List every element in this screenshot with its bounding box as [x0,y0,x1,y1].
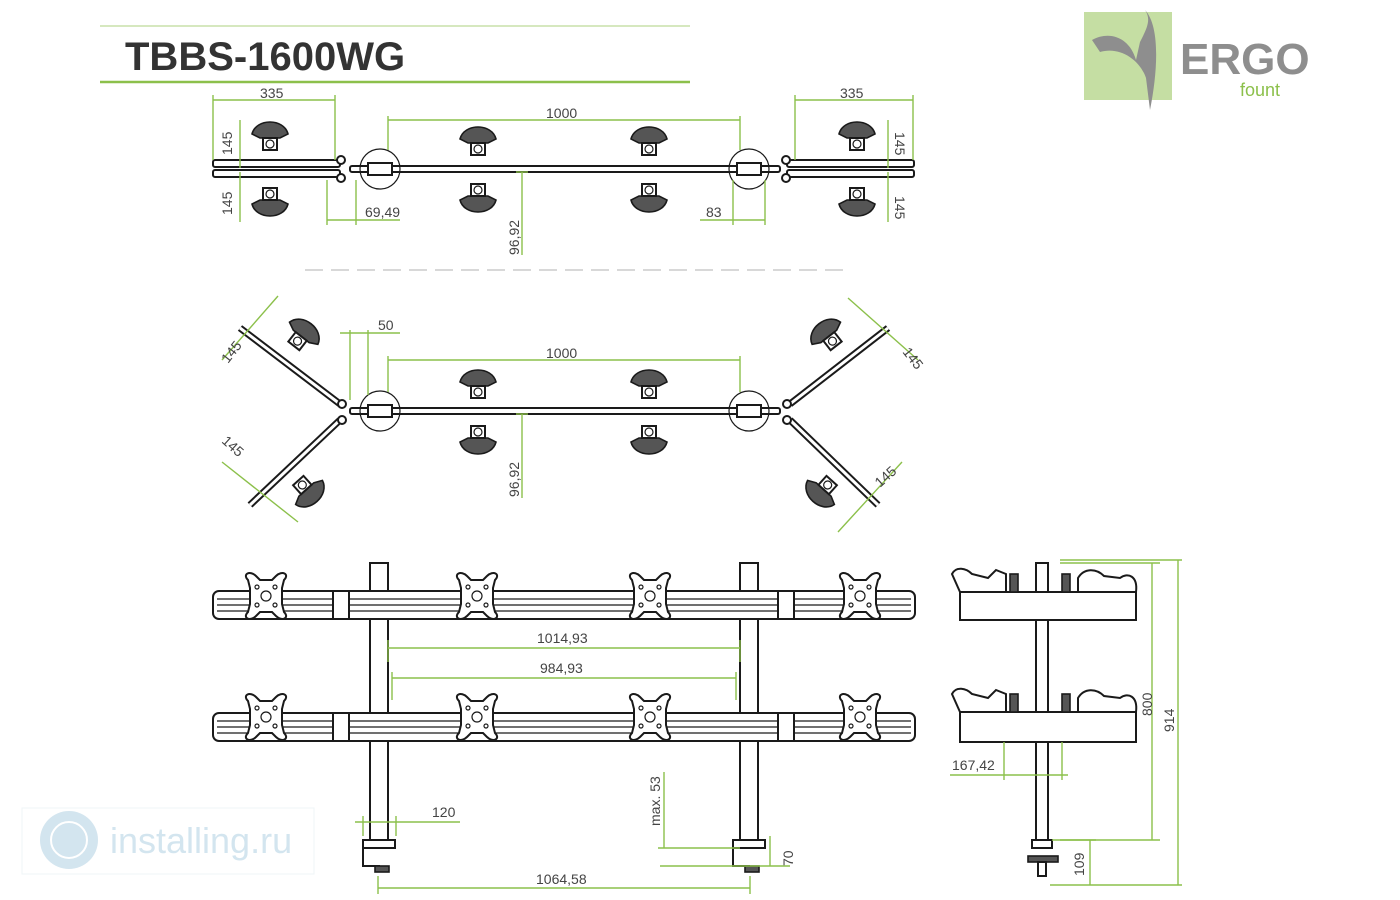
dim-top-depth: 96,92 [506,220,522,255]
dim-top-span: 1000 [546,105,577,121]
logo-word: ERGO [1180,35,1310,84]
dim-top-clamp-left: 69,49 [365,204,400,220]
dim-top-left-width: 335 [260,85,284,101]
dim-side-depth: 167,42 [952,757,995,773]
dim-front-clamp-height: max. 53 [647,776,663,826]
dim-top-left-upper: 145 [219,131,235,155]
dim-top-clamp-right: 83 [706,204,722,220]
dim-front-base-span: 1064,58 [536,871,587,887]
pole-right-angled [728,390,770,432]
angled-view: 1000 50 96,92 145 145 145 145 [218,295,927,533]
top-view: 335 335 1000 145 145 145 145 69,49 83 96… [212,85,915,255]
logo-subword: fount [1240,80,1280,100]
dim-front-clamp-width: 120 [432,804,456,820]
dim-front-base-height: 70 [780,850,796,866]
dim-angled-arm-lr: 145 [871,463,899,491]
page-title: TBBS-1600WG [125,35,405,79]
watermark-text: installing.ru [110,820,292,861]
logo-square-icon [1084,12,1172,100]
dim-angled-offset: 50 [378,317,394,333]
dim-angled-arm-ll: 145 [219,432,247,460]
watermark: installing.ru [21,807,315,875]
pole-right-top [728,148,770,190]
dim-angled-span: 1000 [546,345,577,361]
dim-side-rail-height: 800 [1139,692,1155,716]
ergofount-logo: ERGO fount [1084,10,1310,110]
front-view: 1014,93 984,93 120 max. 53 70 1064,58 [212,562,916,894]
dim-angled-arm-ul: 145 [218,337,245,365]
dim-front-pole-inner: 984,93 [540,660,583,676]
dim-top-right-lower: 145 [892,196,908,220]
pole-left-top [359,148,401,190]
dim-angled-depth: 96,92 [506,462,522,497]
watermark-globe-icon [40,811,98,869]
pole-left-angled [359,390,401,432]
dim-top-left-lower: 145 [219,191,235,215]
dim-front-pole-outer: 1014,93 [537,630,588,646]
dim-top-right-upper: 145 [892,132,908,156]
dim-side-total-height: 914 [1161,708,1177,732]
dim-side-bottom: 109 [1071,852,1087,876]
side-view: 800 914 167,42 109 [950,559,1182,886]
dim-top-right-width: 335 [840,85,864,101]
